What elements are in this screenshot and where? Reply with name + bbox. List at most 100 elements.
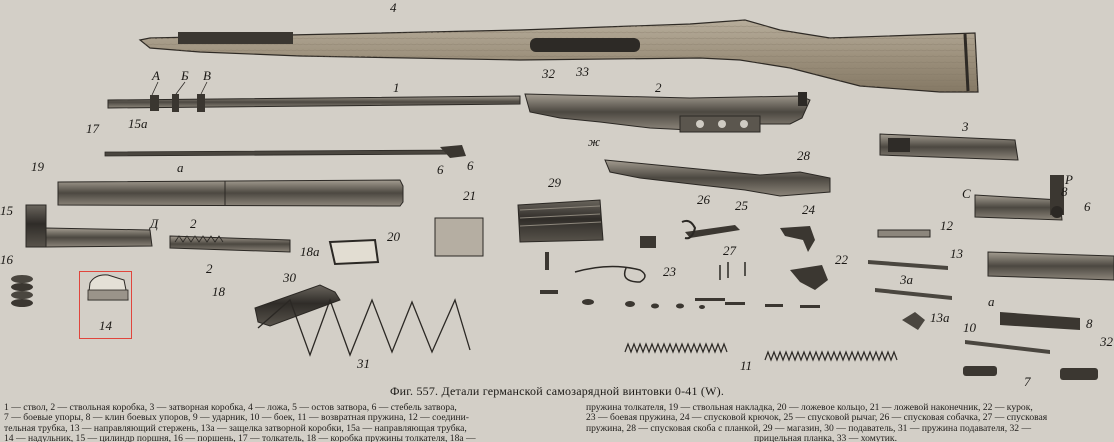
legend-left-column: 1 — ствол, 2 — ствольная коробка, 3 — за… <box>4 403 564 442</box>
trigger-spring-part-27 <box>719 262 746 280</box>
label-a: а <box>177 160 184 175</box>
label-12: 12 <box>940 218 954 233</box>
legend-line: 1 — ствол, 2 — ствольная коробка, 3 — за… <box>4 403 457 413</box>
label-2: 2 <box>655 80 662 95</box>
recoil-spring-second <box>764 350 898 362</box>
highlight-box-part-14 <box>79 271 132 339</box>
label-4: 4 <box>390 0 397 15</box>
magazine-spring-part-31 <box>257 298 471 357</box>
label-23: 23 <box>663 264 677 279</box>
bolt-carrier-part-3 <box>879 133 1019 161</box>
label-32b: 32 <box>1099 334 1114 349</box>
label-28: 28 <box>797 148 811 163</box>
label-D: Д <box>148 216 159 231</box>
piston-cylinder-part-15 <box>25 204 153 248</box>
label-30: 30 <box>282 270 297 285</box>
figure-caption: Фиг. 557. Детали германской самозарядной… <box>389 384 725 398</box>
label-11: 11 <box>740 358 752 373</box>
muzzle-cap-part-14 <box>87 274 129 301</box>
label-32: 32 <box>541 66 556 81</box>
label-15a: 15а <box>128 116 148 131</box>
magazine-part-29 <box>517 199 604 243</box>
handguard-part-19 <box>57 179 404 207</box>
label-A: А <box>151 68 160 83</box>
spring-tube-part-18 <box>169 235 291 253</box>
legend-line: 23 — боевая пружина, 24 — спусковой крюч… <box>586 412 1048 424</box>
legend-line: тельная трубка, 13 — направляющий стерже… <box>4 422 467 434</box>
label-13: 13 <box>950 246 964 261</box>
label-6b: 6 <box>467 158 474 173</box>
label-B: Б <box>180 68 189 83</box>
legend-line: 14 — надульник, 15 — цилиндр поршня, 16 … <box>4 432 476 442</box>
label-V: В <box>203 68 211 83</box>
leader-v <box>200 81 208 95</box>
label-18: 18 <box>212 284 226 299</box>
label-21: 21 <box>463 188 476 203</box>
label-19: 19 <box>31 159 45 174</box>
label-26: 26 <box>697 192 711 207</box>
leader-a <box>151 81 159 96</box>
label-1: 1 <box>393 80 400 95</box>
stock-ring-part-20 <box>328 238 380 266</box>
bolt-parts-6-8 <box>974 175 1064 221</box>
label-a2: а <box>988 294 995 309</box>
label-6: 6 <box>437 162 444 177</box>
label-6c: 6 <box>1084 199 1091 214</box>
label-31: 31 <box>356 356 370 371</box>
follower-part-30 <box>254 284 341 327</box>
label-R: Р <box>1064 172 1073 187</box>
label-3a: 3а <box>899 272 914 287</box>
legend-right-column: пружина толкателя, 19 — ствольная наклад… <box>586 403 1114 442</box>
hammer-part-22 <box>790 265 828 290</box>
stock-part-4 <box>138 19 979 93</box>
label-13a: 13а <box>930 310 950 325</box>
legend-line: пружина, 28 — спусковая скоба с планкой,… <box>586 422 1032 434</box>
connecting-tube-part-12 <box>877 229 931 238</box>
trigger-bar-part-25 <box>685 225 740 238</box>
label-18a: 18а <box>300 244 320 259</box>
label-27: 27 <box>723 243 737 258</box>
guide-rod-part-13 <box>868 260 948 270</box>
legend-line: 7 — боевые упоры, 8 — клин боевых упоров… <box>4 412 469 424</box>
guide-rod-lower <box>875 288 952 300</box>
label-S: С <box>962 186 971 201</box>
label-10: 10 <box>963 320 977 335</box>
label-Zh: ж <box>588 134 600 149</box>
legend-line: прицельная планка, 33 — хомутик. <box>754 432 897 442</box>
label-15: 15 <box>0 203 14 218</box>
small-pins <box>540 236 820 309</box>
label-3: 3 <box>961 119 969 134</box>
label-22: 22 <box>835 252 849 267</box>
sear-part-26 <box>681 219 697 240</box>
recoil-spring-part-11 <box>624 342 728 354</box>
barrel-part-1 <box>107 94 521 112</box>
label-20: 20 <box>387 229 401 244</box>
pushrod-tab <box>440 145 466 158</box>
firing-pin-part-10 <box>965 340 1050 354</box>
label-17: 17 <box>86 121 100 136</box>
trigger-part-24 <box>780 226 815 252</box>
label-7: 7 <box>1024 374 1031 389</box>
leader-b <box>175 81 186 95</box>
label-8: 8 <box>1061 184 1068 199</box>
bolt-parts-lower-right <box>1000 312 1080 330</box>
label-29: 29 <box>548 175 562 190</box>
receiver-part-2 <box>524 92 811 133</box>
label-2c: 2 <box>206 261 213 276</box>
mainspring-part-23 <box>574 265 646 283</box>
label-33: 33 <box>575 64 590 79</box>
piston-part-16 <box>11 275 33 307</box>
label-24: 24 <box>802 202 816 217</box>
receiver-section-right <box>987 251 1114 281</box>
label-16: 16 <box>0 252 14 267</box>
trigger-guard-part-28 <box>604 159 831 197</box>
label-25: 25 <box>735 198 749 213</box>
legend-line: пружина толкателя, 19 — ствольная наклад… <box>586 403 1033 413</box>
bolt-small-part <box>1060 368 1098 380</box>
nose-cap-part-21 <box>434 217 484 257</box>
locking-lugs-part-7 <box>963 366 997 376</box>
label-2b: 2 <box>190 216 197 231</box>
latch-part-13a <box>902 312 925 330</box>
label-14: 14 <box>99 318 113 333</box>
